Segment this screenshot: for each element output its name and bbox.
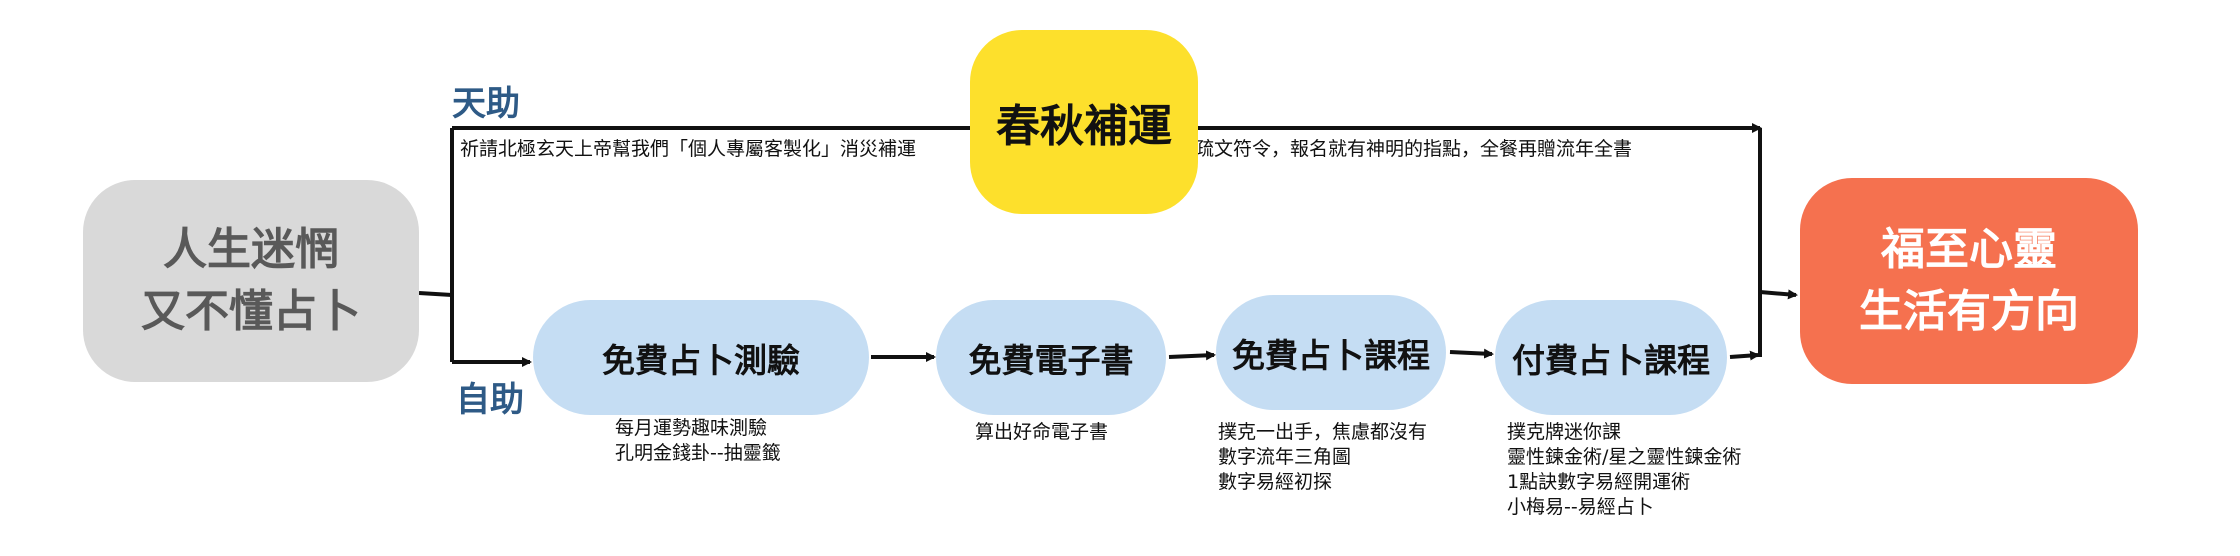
- end-line2: 生活有方向: [1859, 286, 2079, 337]
- step-free-course: 免費占卜課程: [1216, 295, 1446, 410]
- start-line1: 人生迷惘: [163, 224, 339, 275]
- step-3-notes: 撲克一出手，焦慮都沒有 數字流年三角圖 數字易經初探: [1218, 420, 1427, 495]
- end-line1: 福至心靈: [1881, 224, 2057, 275]
- step-2-notes: 算出好命電子書: [975, 420, 1108, 445]
- note: 1點訣數字易經開運術: [1507, 471, 1691, 493]
- arrow-4-out: [1729, 350, 1760, 361]
- note: 算出好命電子書: [975, 421, 1109, 443]
- end-node: 福至心靈 生活有方向: [1800, 178, 2138, 384]
- top-description-right: 有個人疏文符令，報名就有神明的指點，全餐再贈流年全書: [1138, 138, 1633, 160]
- step-4-notes: 撲克牌迷你課 靈性鍊金術/星之靈性鍊金術 1點訣數字易經開運術 小梅易--易經占…: [1507, 420, 1741, 520]
- step-1-notes: 每月運勢趣味測驗 孔明金錢卦--抽靈籤: [615, 416, 781, 466]
- start-connector: [418, 291, 453, 297]
- note: 撲克牌迷你課: [1507, 421, 1622, 443]
- step-paid-course: 付費占卜課程: [1495, 300, 1727, 415]
- arrow-2-3: [1168, 350, 1216, 361]
- top-node: 春秋補運: [970, 30, 1198, 214]
- start-node: 人生迷惘 又不懂占卜: [83, 180, 419, 382]
- note: 數字易經初探: [1218, 471, 1333, 493]
- note: 每月運勢趣味測驗: [615, 417, 768, 439]
- start-line2: 又不懂占卜: [141, 286, 361, 337]
- self-help-label: 自助: [456, 380, 524, 420]
- note: 數字流年三角圖: [1218, 446, 1352, 468]
- sky-help-label: 天助: [452, 84, 520, 124]
- arrow-3-4: [1449, 348, 1494, 359]
- note: 孔明金錢卦--抽靈籤: [615, 442, 781, 464]
- step-free-ebook: 免費電子書: [936, 300, 1166, 415]
- top-description-left: 祈請北極玄天上帝幫我們「個人專屬客製化」消災補運: [460, 138, 917, 160]
- end-connector: [1759, 289, 1798, 300]
- note: 小梅易--易經占卜: [1507, 496, 1654, 518]
- top-description: 祈請北極玄天上帝幫我們「個人專屬客製化」消災補運 有個人疏文符令，報名就有神明的指…: [460, 134, 1760, 161]
- note: 撲克一出手，焦慮都沒有: [1218, 421, 1428, 443]
- step-free-quiz: 免費占卜測驗: [533, 300, 869, 415]
- note: 靈性鍊金術/星之靈性鍊金術: [1507, 446, 1742, 468]
